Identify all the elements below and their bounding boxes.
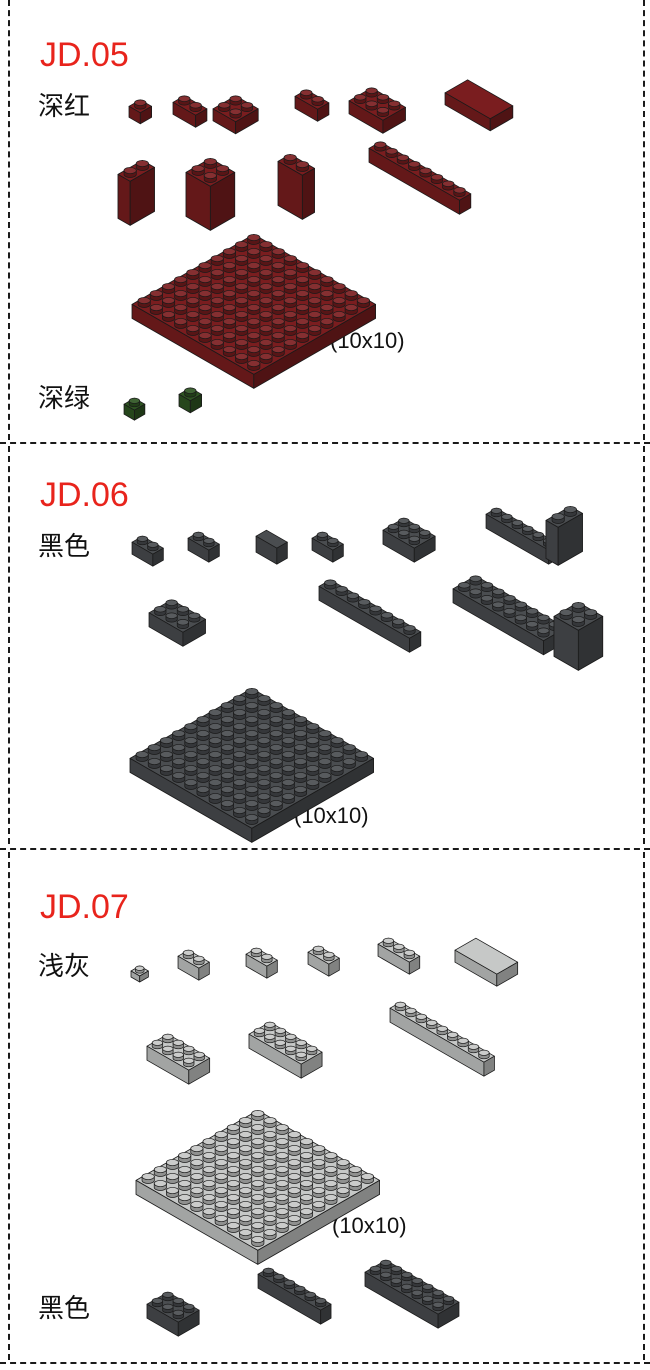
brick-1x8 <box>389 1001 495 1077</box>
slope <box>245 947 278 979</box>
plate-size-label: (10x10) <box>294 803 369 828</box>
brick-2x4 <box>146 1033 211 1085</box>
color-label-light-gray: 浅灰 <box>38 952 91 982</box>
section-border-jd07 <box>8 852 645 1360</box>
plate-size-label: (10x10) <box>330 328 405 353</box>
color-label-dark-red: 深红 <box>38 92 91 122</box>
plate-10x10 <box>135 1109 381 1265</box>
brick-1x2 <box>187 531 220 563</box>
brick-2x3 <box>148 599 207 647</box>
slope-2 <box>307 945 340 977</box>
brick-slope <box>294 89 329 122</box>
brick-tall-2 <box>185 157 235 231</box>
round-plate <box>130 965 150 983</box>
tile-2x4 <box>454 937 519 987</box>
brick-2x3 <box>382 517 436 563</box>
brick-tall-1 <box>117 159 155 226</box>
plate-size-label: (10x10) <box>332 1213 407 1238</box>
section-divider-1 <box>0 442 650 444</box>
plate-10x10 <box>129 687 375 843</box>
brick-dark-2x8 <box>364 1259 460 1329</box>
brick-tall-3 <box>277 153 315 220</box>
color-label-black: 黑色 <box>38 1294 91 1324</box>
brick-2x6 <box>248 1021 323 1079</box>
brick-1x2 <box>177 949 210 981</box>
brick-2x8 <box>452 575 567 656</box>
color-label-black: 黑色 <box>38 532 91 562</box>
plate-10x10 <box>131 233 377 389</box>
set-code: JD.06 <box>40 476 129 514</box>
brick-tall-2 <box>553 601 603 671</box>
brick-1x8 <box>368 141 471 215</box>
section-divider-2 <box>0 848 650 850</box>
brick-1x2 <box>172 95 207 128</box>
brick-dark-1x8 <box>257 1267 331 1325</box>
brick-1x2 <box>131 535 164 567</box>
section-border-jd06 <box>8 446 645 844</box>
brick-corner <box>212 95 259 135</box>
color-label-dark-green: 深绿 <box>38 384 91 414</box>
brick-1x8 <box>318 579 421 653</box>
brick-1x2 <box>311 531 344 563</box>
set-code: JD.07 <box>40 888 129 926</box>
brick-green-2 <box>178 387 202 414</box>
brick-2x3 <box>348 87 407 134</box>
section-border-jd05 <box>8 0 645 440</box>
set-code: JD.05 <box>40 36 129 74</box>
brick-green-1 <box>123 397 145 421</box>
brick-1x4 <box>377 937 420 975</box>
tile-2x4 <box>444 79 514 132</box>
brick-round <box>255 529 288 565</box>
brick-tall <box>545 505 583 566</box>
section-divider-3 <box>0 1362 650 1364</box>
brick-dark-2x4 <box>146 1291 200 1337</box>
brick-1x1 <box>128 99 152 125</box>
